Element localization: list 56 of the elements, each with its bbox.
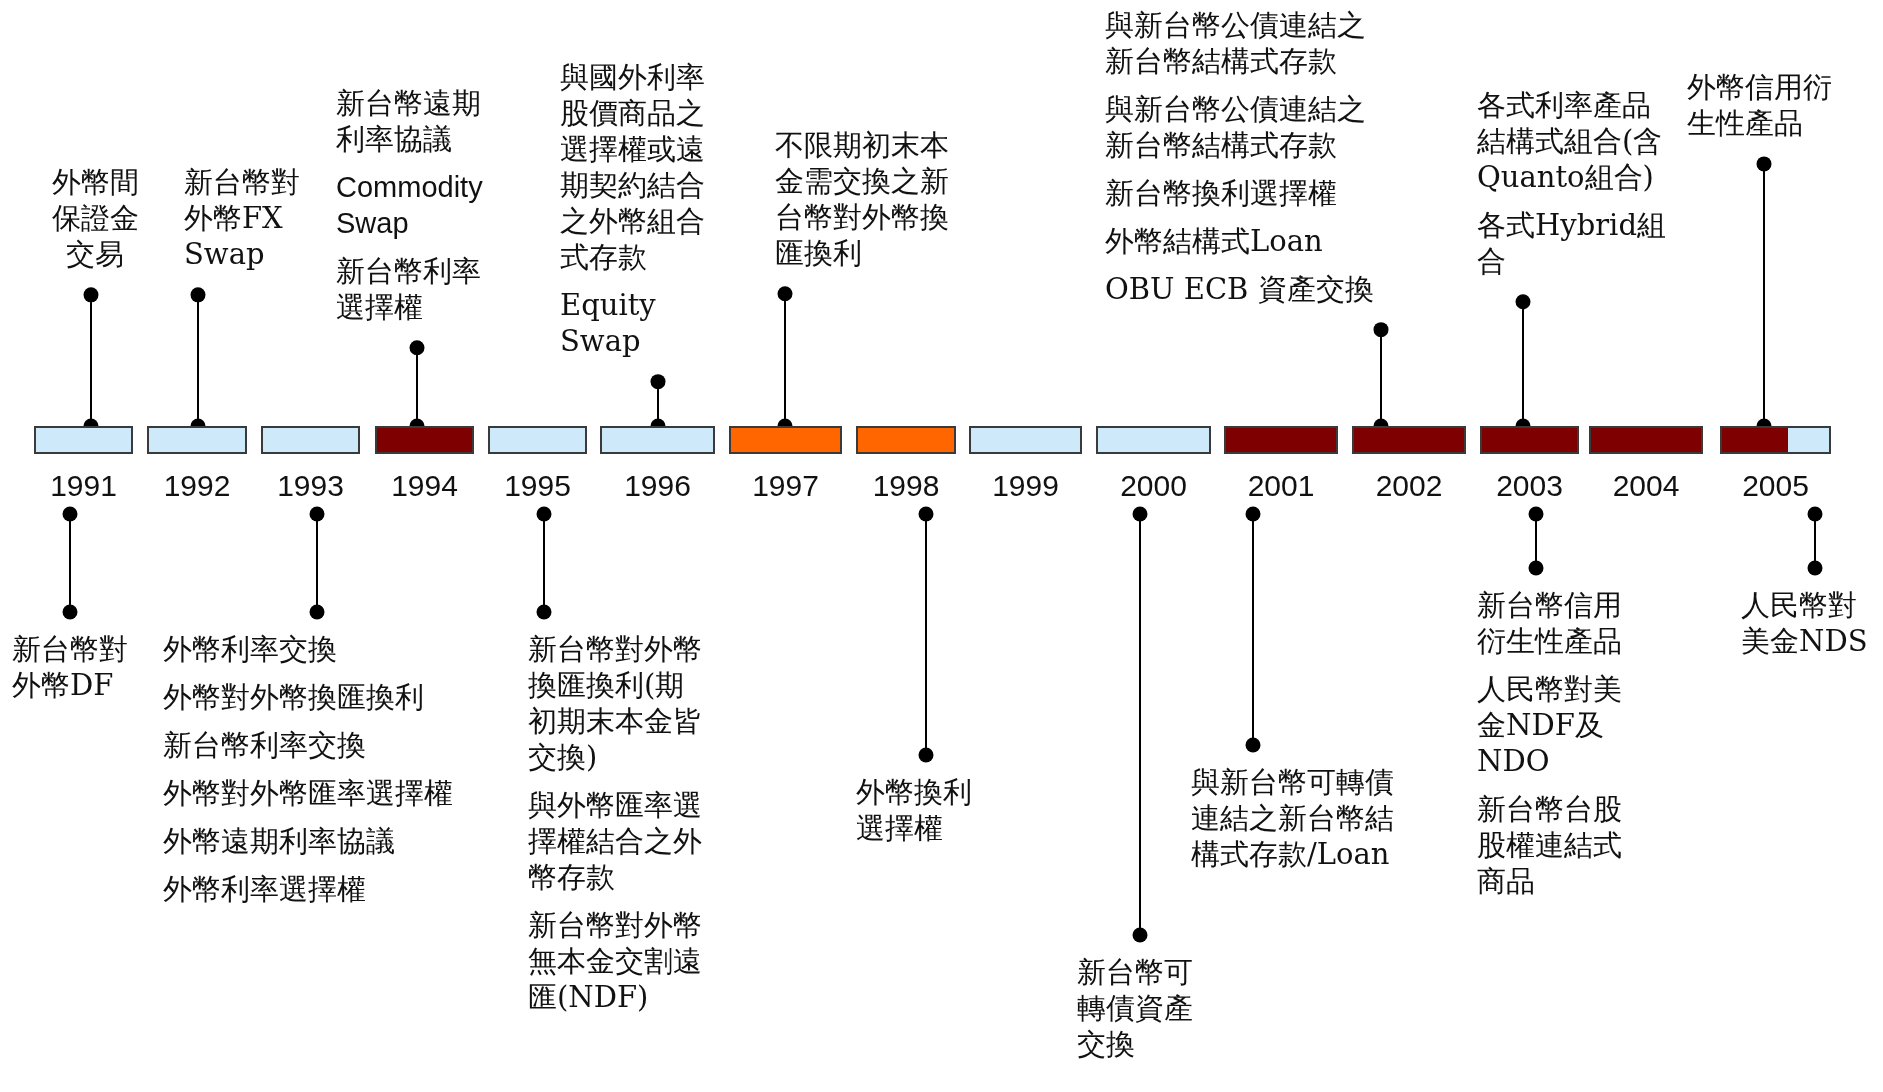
leader-line [1245, 506, 1261, 753]
product-label: 新台幣台股股權連結式商品 [1477, 791, 1623, 900]
leader-line [536, 506, 552, 620]
product-label: 外幣間保證金交易 [50, 165, 140, 273]
product-label: 外幣信用衍生性產品 [1687, 70, 1833, 142]
product-label: 與新台幣公債連結之新台幣結構式存款 [1105, 91, 1367, 164]
product-label: 人民幣對美金NDF及NDO [1477, 671, 1623, 780]
product-label: 外幣對外幣換匯換利 [163, 679, 425, 716]
year-label: 1996 [624, 468, 691, 504]
product-label: 外幣遠期利率協議 [163, 823, 396, 860]
product-label: 與新台幣公債連結之新台幣結構式存款 [1105, 8, 1367, 80]
year-label: 2001 [1247, 468, 1315, 504]
year-label: 1993 [277, 468, 344, 504]
product-label: 新台幣對外幣FX Swap [184, 165, 301, 273]
product-label: 新台幣利率交換 [163, 727, 367, 764]
product-label: 與新台幣可轉債連結之新台幣結構式存款/Loan [1191, 765, 1395, 873]
product-label: 外幣利率選擇權 [163, 871, 367, 908]
product-label: 新台幣換利選擇權 [1105, 175, 1338, 212]
leader-line [1807, 506, 1823, 576]
product-label: 各式利率產品結構式組合(含Quanto組合) [1477, 88, 1664, 196]
product-label: 新台幣利率選擇權 [336, 253, 482, 326]
year-label: 2005 [1742, 468, 1809, 504]
product-label: 新台幣對外幣DF [12, 632, 129, 704]
product-label: 新台幣對外幣無本金交割遠匯(NDF) [528, 907, 703, 1016]
leader-line [62, 506, 78, 620]
year-label: 2004 [1612, 468, 1680, 504]
product-label: OBU ECB 資產交換 [1105, 271, 1375, 308]
year-label: 1998 [872, 468, 940, 504]
leader-line [1528, 506, 1544, 576]
product-label: 新台幣可轉債資產交換 [1077, 955, 1194, 1063]
product-label: 新台幣遠期利率協議 [336, 86, 482, 158]
product-label: Equity Swap [560, 287, 657, 360]
year-label: 1999 [992, 468, 1059, 504]
product-label: 新台幣對外幣換匯換利(期初期末本金皆交換) [528, 632, 703, 776]
product-label: 各式Hybrid組合 [1477, 207, 1667, 280]
leader-line [309, 506, 325, 620]
year-label: 2003 [1496, 468, 1563, 504]
year-label: 1997 [752, 468, 819, 504]
year-label: 1992 [163, 468, 231, 504]
year-label: 2000 [1120, 468, 1187, 504]
year-label: 1995 [504, 468, 571, 504]
product-label: 與國外利率股價商品之選擇權或遠期契約結合之外幣組合式存款 [560, 60, 706, 276]
product-label: 外幣結構式Loan [1105, 223, 1324, 260]
product-label: 外幣利率交換 [163, 632, 338, 668]
product-label: 外幣換利選擇權 [856, 775, 973, 847]
product-label: 與外幣匯率選擇權結合之外幣存款 [528, 787, 703, 896]
product-label: 不限期初末本金需交換之新台幣對外幣換匯換利 [775, 128, 950, 272]
product-label: Commodity Swap [336, 169, 484, 241]
year-label: 1991 [50, 468, 117, 504]
year-label: 1994 [391, 468, 458, 504]
year-label: 2002 [1375, 468, 1443, 504]
product-label: 人民幣對美金NDS [1741, 588, 1869, 660]
leader-line [918, 506, 934, 763]
product-label: 新台幣信用衍生性產品 [1477, 588, 1623, 660]
product-label: 外幣對外幣匯率選擇權 [163, 775, 453, 812]
leader-line [1132, 506, 1148, 943]
